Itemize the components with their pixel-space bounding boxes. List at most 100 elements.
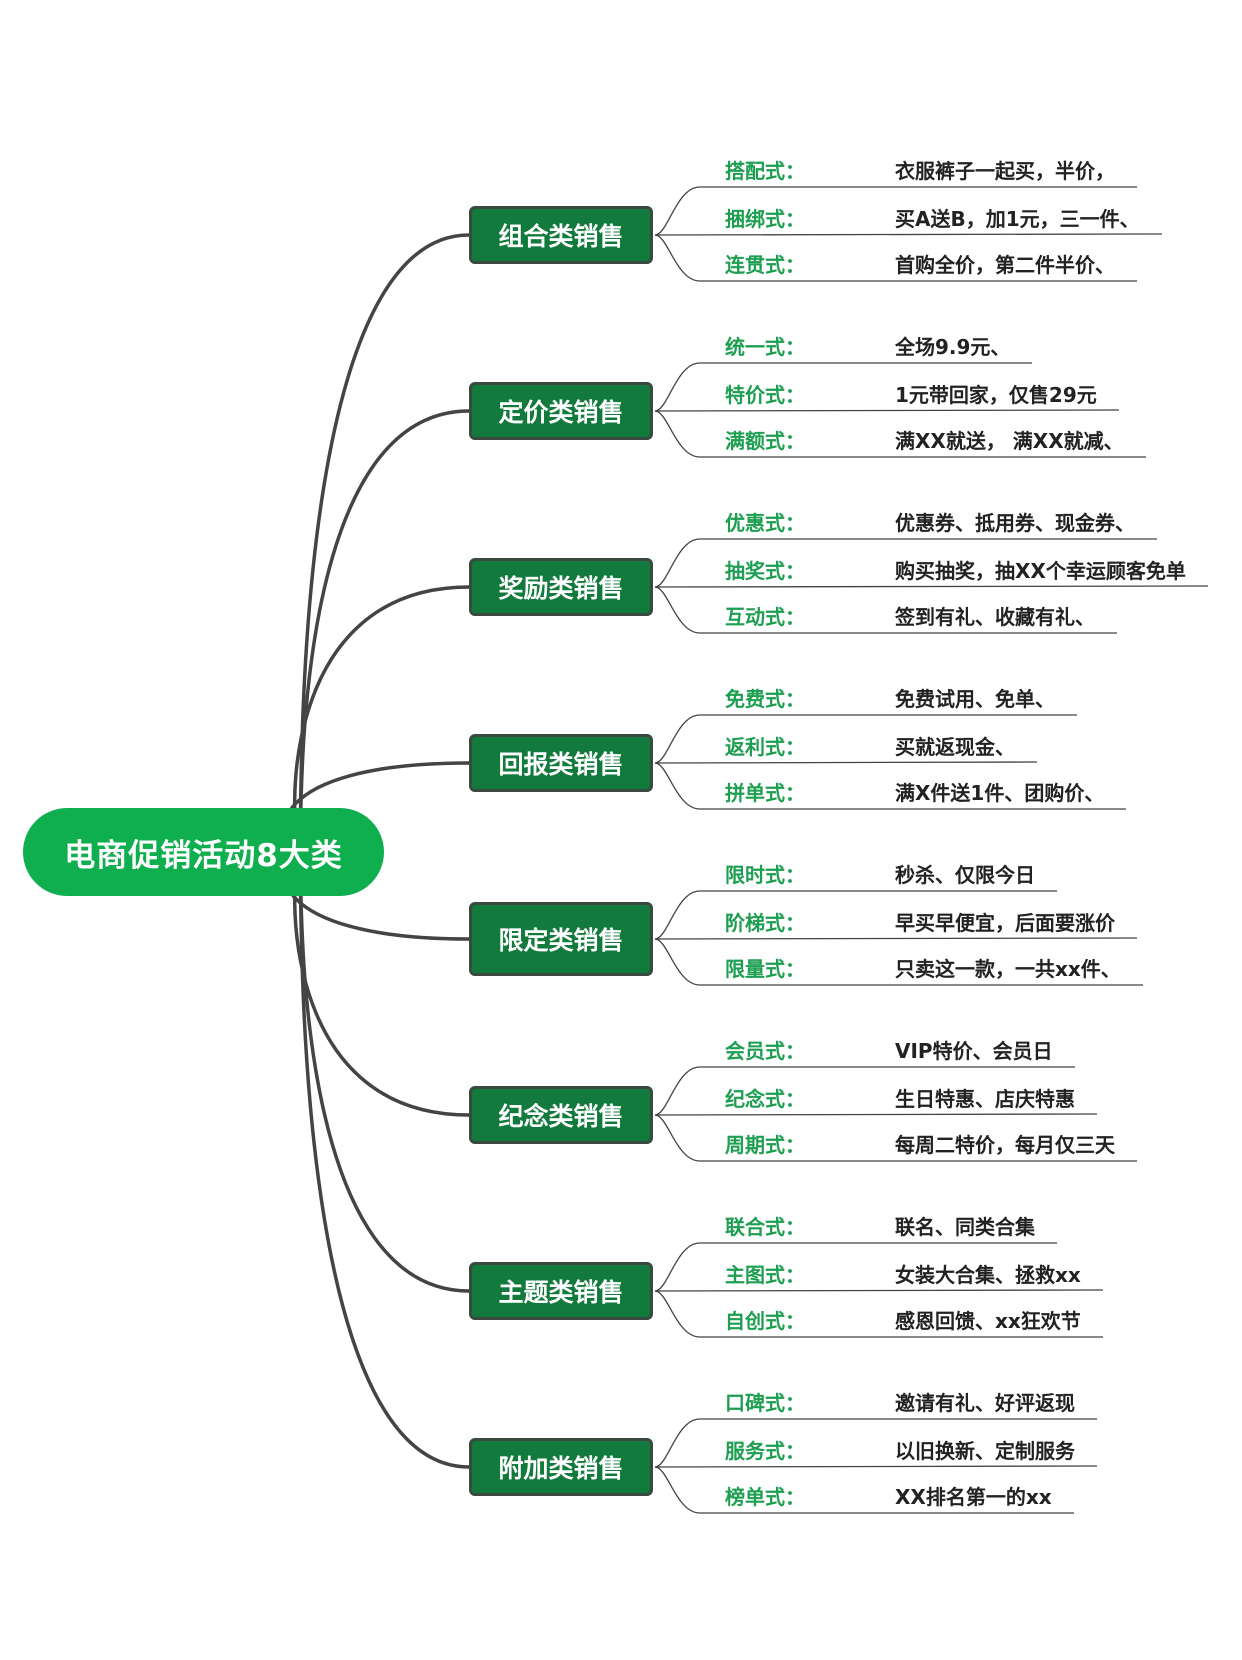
leaf-row: 周期式： 每周二特价，每月仅三天 bbox=[700, 1128, 1137, 1158]
leaf-value: 女装大合集、拯救xx bbox=[895, 1262, 1081, 1287]
leaf-row: 连贯式： 首购全价，第二件半价、 bbox=[700, 248, 1137, 278]
leaf-row: 服务式： 以旧换新、定制服务 bbox=[700, 1434, 1097, 1464]
leaf-label: 搭配式： bbox=[725, 158, 805, 183]
branch-node: 纪念类销售 bbox=[469, 1086, 653, 1144]
branch-node: 定价类销售 bbox=[469, 382, 653, 440]
leaf-value: 买A送B，加1元，三一件、 bbox=[895, 206, 1140, 231]
leaf-label: 返利式： bbox=[725, 734, 805, 759]
leaf-label: 限量式： bbox=[725, 956, 805, 981]
leaf-row: 互动式：签到有礼、收藏有礼、 bbox=[700, 600, 1117, 630]
leaf-value: 满X件送1件、团购价、 bbox=[895, 780, 1105, 805]
leaf-value: 买就返现金、 bbox=[895, 734, 1015, 759]
leaf-value: 秒杀、仅限今日 bbox=[895, 862, 1035, 887]
leaf-value: 以旧换新、定制服务 bbox=[895, 1438, 1075, 1463]
leaf-underline bbox=[654, 233, 1163, 236]
leaf-row: 自创式： 感恩回馈、xx狂欢节 bbox=[700, 1304, 1103, 1334]
leaf-row: 口碑式： 邀请有礼、好评返现 bbox=[700, 1386, 1097, 1416]
leaf-underline bbox=[654, 409, 1120, 412]
leaf-value: 签到有礼、收藏有礼、 bbox=[895, 604, 1095, 629]
leaf-label: 联合式： bbox=[725, 1214, 805, 1239]
branch-connector bbox=[298, 850, 470, 1469]
branch-connector bbox=[298, 233, 470, 852]
leaf-label: 周期式： bbox=[725, 1132, 805, 1157]
leaf-value: 联名、同类合集 bbox=[895, 1214, 1035, 1239]
leaf-row: 限时式： 秒杀、仅限今日 bbox=[700, 858, 1057, 888]
leaf-label: 服务式： bbox=[725, 1438, 805, 1463]
leaf-underline bbox=[654, 1114, 1137, 1162]
leaf-row: 榜单式： XX排名第一的xx bbox=[700, 1480, 1074, 1510]
leaf-underline bbox=[654, 585, 1209, 588]
leaf-row: 免费式： 免费试用、免单、 bbox=[700, 682, 1077, 712]
leaf-label: 优惠式： bbox=[725, 510, 805, 535]
leaf-row: 纪念式： 生日特惠、店庆特惠 bbox=[700, 1082, 1097, 1112]
branch-node: 奖励类销售 bbox=[469, 558, 653, 616]
leaf-label: 捆绑式： bbox=[725, 206, 805, 231]
leaf-label: 榜单式： bbox=[725, 1484, 805, 1509]
leaf-label: 自创式： bbox=[725, 1308, 805, 1333]
leaf-underline bbox=[654, 234, 1137, 282]
branch-node: 回报类销售 bbox=[469, 734, 653, 792]
leaf-label: 抽奖式： bbox=[725, 558, 805, 583]
leaf-value: 全场9.9元、 bbox=[895, 334, 1011, 359]
leaf-row: 阶梯式： 早买早便宜，后面要涨价 bbox=[700, 906, 1137, 936]
leaf-underline bbox=[654, 761, 1038, 764]
leaf-label: 阶梯式： bbox=[725, 910, 805, 935]
leaf-label: 特价式： bbox=[725, 382, 805, 407]
branch-node: 附加类销售 bbox=[469, 1438, 653, 1496]
leaf-row: 抽奖式： 购买抽奖，抽XX个幸运顾客免单 bbox=[700, 554, 1208, 584]
leaf-underline bbox=[654, 186, 1137, 236]
leaf-underline bbox=[654, 938, 1143, 986]
leaf-label: 满额式： bbox=[725, 428, 805, 453]
leaf-underline bbox=[654, 714, 1077, 764]
leaf-label: 拼单式： bbox=[725, 780, 805, 805]
leaf-value: 满XX就送， 满XX就减、 bbox=[895, 428, 1124, 453]
leaf-underline bbox=[654, 538, 1157, 588]
leaf-value: 每周二特价，每月仅三天 bbox=[895, 1132, 1115, 1157]
leaf-row: 特价式： 1元带回家，仅售29元 bbox=[700, 378, 1119, 408]
root-node: 电商促销活动8大类 bbox=[23, 808, 384, 896]
leaf-label: 连贯式： bbox=[725, 252, 805, 277]
leaf-value: XX排名第一的xx bbox=[895, 1484, 1052, 1509]
leaf-value: 购买抽奖，抽XX个幸运顾客免单 bbox=[895, 558, 1186, 583]
leaf-underline bbox=[654, 410, 1146, 458]
leaf-row: 搭配式：衣服裤子一起买，半价， bbox=[700, 154, 1137, 184]
leaf-row: 拼单式： 满X件送1件、团购价、 bbox=[700, 776, 1126, 806]
leaf-underline bbox=[654, 937, 1138, 940]
leaf-value: 免费试用、免单、 bbox=[895, 686, 1055, 711]
leaf-row: 主图式： 女装大合集、拯救xx bbox=[700, 1258, 1103, 1288]
leaf-value: 邀请有礼、好评返现 bbox=[895, 1390, 1075, 1415]
branch-node: 主题类销售 bbox=[469, 1262, 653, 1320]
leaf-underline bbox=[654, 1066, 1075, 1116]
leaf-value: 早买早便宜，后面要涨价 bbox=[895, 910, 1115, 935]
leaf-row: 优惠式： 优惠券、抵用券、现金券、 bbox=[700, 506, 1157, 536]
leaf-label: 统一式： bbox=[725, 334, 805, 359]
leaf-underline bbox=[654, 1466, 1074, 1514]
leaf-row: 返利式： 买就返现金、 bbox=[700, 730, 1037, 760]
leaf-underline bbox=[654, 1465, 1098, 1468]
leaf-value: 只卖这一款，一共xx件、 bbox=[895, 956, 1121, 981]
leaf-row: 联合式： 联名、同类合集 bbox=[700, 1210, 1057, 1240]
leaf-underline bbox=[654, 762, 1126, 810]
leaf-value: 感恩回馈、xx狂欢节 bbox=[895, 1308, 1081, 1333]
leaf-value: 1元带回家，仅售29元 bbox=[895, 382, 1097, 407]
leaf-underline bbox=[654, 1290, 1103, 1338]
leaf-underline bbox=[654, 1113, 1098, 1116]
leaf-row: 会员式：VIP特价、会员日 bbox=[700, 1034, 1075, 1064]
leaf-value: 优惠券、抵用券、现金券、 bbox=[895, 510, 1135, 535]
leaf-underline bbox=[654, 1242, 1057, 1292]
leaf-value: 生日特惠、店庆特惠 bbox=[895, 1086, 1075, 1111]
leaf-label: 纪念式： bbox=[725, 1086, 805, 1111]
leaf-label: 免费式： bbox=[725, 686, 805, 711]
leaf-row: 满额式： 满XX就送， 满XX就减、 bbox=[700, 424, 1146, 454]
leaf-underline bbox=[654, 586, 1117, 634]
leaf-label: 口碑式： bbox=[725, 1390, 805, 1415]
leaf-row: 统一式： 全场9.9元、 bbox=[700, 330, 1032, 360]
branch-node: 组合类销售 bbox=[469, 206, 653, 264]
leaf-label: 限时式： bbox=[725, 862, 805, 887]
leaf-value: 首购全价，第二件半价、 bbox=[895, 252, 1115, 277]
leaf-label: 主图式： bbox=[725, 1262, 805, 1287]
branch-node: 限定类销售 bbox=[469, 902, 653, 976]
leaf-value: VIP特价、会员日 bbox=[895, 1038, 1053, 1063]
leaf-underline bbox=[654, 1418, 1097, 1468]
leaf-underline bbox=[654, 890, 1057, 940]
